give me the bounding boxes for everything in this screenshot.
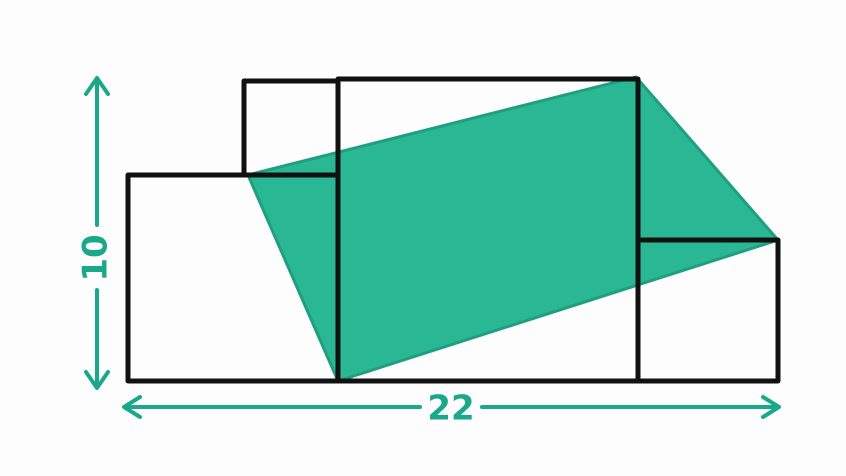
height-dimension [84, 76, 110, 390]
width-label: 22 [427, 389, 474, 429]
height-label: 10 [76, 234, 116, 281]
width-dimension [122, 395, 781, 419]
shaded-quadrilateral [245, 75, 781, 383]
